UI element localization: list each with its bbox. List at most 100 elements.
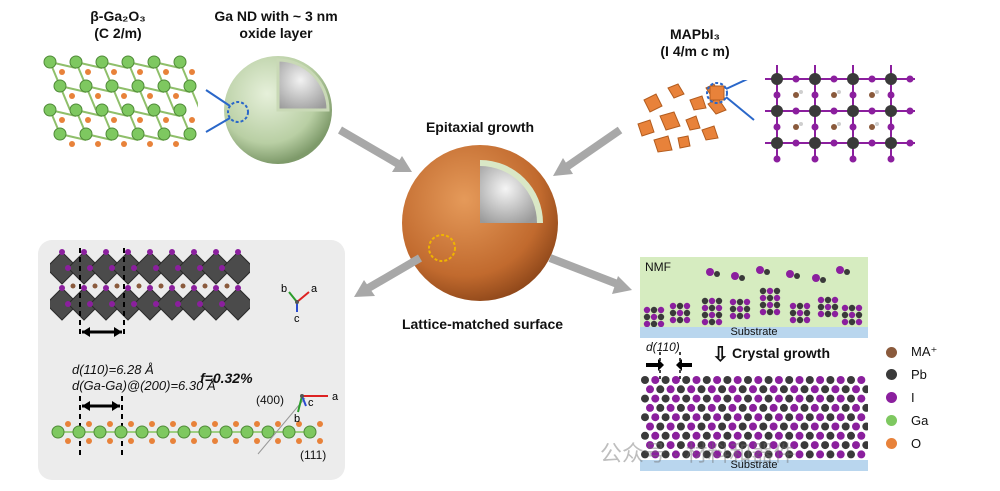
film-atom [723,450,732,459]
ga-nd-liquid-core [278,60,328,110]
axis-b-bottom: b [294,413,300,422]
film-atom [810,403,819,412]
film-atom [805,450,814,459]
i-atom [849,91,857,99]
precursor-atom [706,268,714,276]
film-atom [774,413,783,422]
film-atom [744,413,752,422]
ga-atom [282,425,296,439]
ga-nanodroplet-illustration [205,56,332,164]
film-atom [671,376,680,384]
cluster-atom [817,303,825,311]
cluster-atom [708,318,716,326]
film-atom [785,394,794,403]
i-atom [147,285,153,291]
precursor-atom [794,273,800,279]
film-atom [810,422,819,431]
i-atom [811,155,819,163]
i-atom [81,285,87,291]
nmf-label: NMF [645,260,671,274]
o-atom [69,93,75,99]
ma-cation [793,92,799,98]
ga2o3-crystal-structure [43,55,198,147]
precursor-atom [739,275,745,281]
i-atom [169,249,175,255]
film-atom [666,441,675,450]
plane-111-label: (111) [300,448,327,462]
film-atom [759,441,768,450]
cluster-atom [736,298,744,306]
pb-atom [809,105,821,117]
cluster-atom [841,311,849,319]
i-atom [87,301,93,307]
ga-atom [147,55,161,69]
film-atom [821,385,830,394]
film-atom [785,431,794,440]
film-atom [702,450,711,459]
film-atom [810,385,819,394]
film-atom [847,394,855,403]
film-atom [769,441,778,450]
film-atom [641,394,649,403]
ga-atom [105,79,119,93]
film-atom [749,385,757,394]
film-atom [641,450,649,459]
legend-item: MA⁺ [886,344,937,360]
i-atom [792,139,800,147]
film-atom [687,385,696,394]
film-atom [774,431,783,440]
film-atom [733,450,742,459]
o-atom [170,438,176,444]
ga-nd-title-line1: Ga ND with ~ 3 nm [214,8,338,24]
film-atom [661,413,670,422]
film-atom [713,413,722,422]
i-atom [175,301,181,307]
o-atom [170,421,176,427]
i-atom [81,249,87,255]
cluster-atom [824,296,832,304]
film-atom [826,450,835,459]
i-atom [147,249,153,255]
film-atom [774,450,783,459]
legend-label: I [911,390,915,405]
ma-cation [831,124,837,130]
cluster-atom [841,304,849,312]
o-atom [149,438,155,444]
ga-atom [135,425,149,439]
film-atom [697,385,706,394]
o-atom [147,93,153,99]
cluster-atom [841,318,849,326]
cluster-atom [796,309,804,317]
film-atom [651,376,660,384]
watermark-text: 公众号 · 材料和器件 [600,441,796,466]
cluster-atom [831,296,839,304]
o-atom [173,93,179,99]
film-atom [816,413,825,422]
ga-atom [69,103,83,117]
i-atom [887,123,895,131]
cluster-atom [715,297,723,305]
cluster-atom [683,309,691,317]
film-atom [764,431,773,440]
film-atom [754,394,763,403]
i-atom [197,301,203,307]
film-atom [769,385,778,394]
ga-atom [121,103,135,117]
film-atom [692,450,701,459]
ga-nd-title-line2: oxide layer [239,25,313,41]
film-atom [816,431,825,440]
i-atom [191,249,197,255]
cluster-atom [715,304,723,312]
ga-core [480,166,537,223]
film-atom [738,422,747,431]
ga-atom [105,127,119,141]
ga-nd-title: Ga ND with ~ 3 nm oxide layer [196,8,356,42]
cluster-atom [643,306,651,314]
o-atom [111,117,117,123]
i-atom [103,249,109,255]
legend-swatch [886,369,897,380]
pb-atom [771,137,783,149]
film-atom [692,394,701,403]
film-atom [723,394,732,403]
